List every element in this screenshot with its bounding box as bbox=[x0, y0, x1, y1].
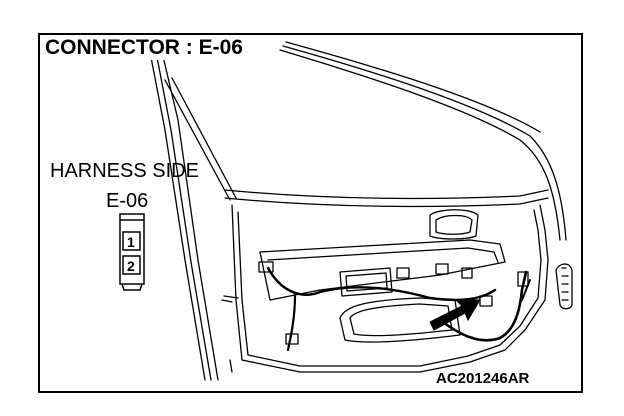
connector-title: CONNECTOR : E-06 bbox=[45, 36, 247, 60]
pin-2-label: 2 bbox=[127, 258, 135, 274]
harness-connector-symbol bbox=[119, 213, 145, 291]
harness-side-label: HARNESS SIDE bbox=[50, 160, 199, 182]
harness-connector-code: E-06 bbox=[106, 190, 149, 212]
figure-code: AC201246AR bbox=[436, 370, 530, 387]
pin-1-label: 1 bbox=[127, 234, 135, 250]
connector-location-arrow bbox=[429, 299, 481, 331]
diagram-frame bbox=[38, 33, 583, 393]
